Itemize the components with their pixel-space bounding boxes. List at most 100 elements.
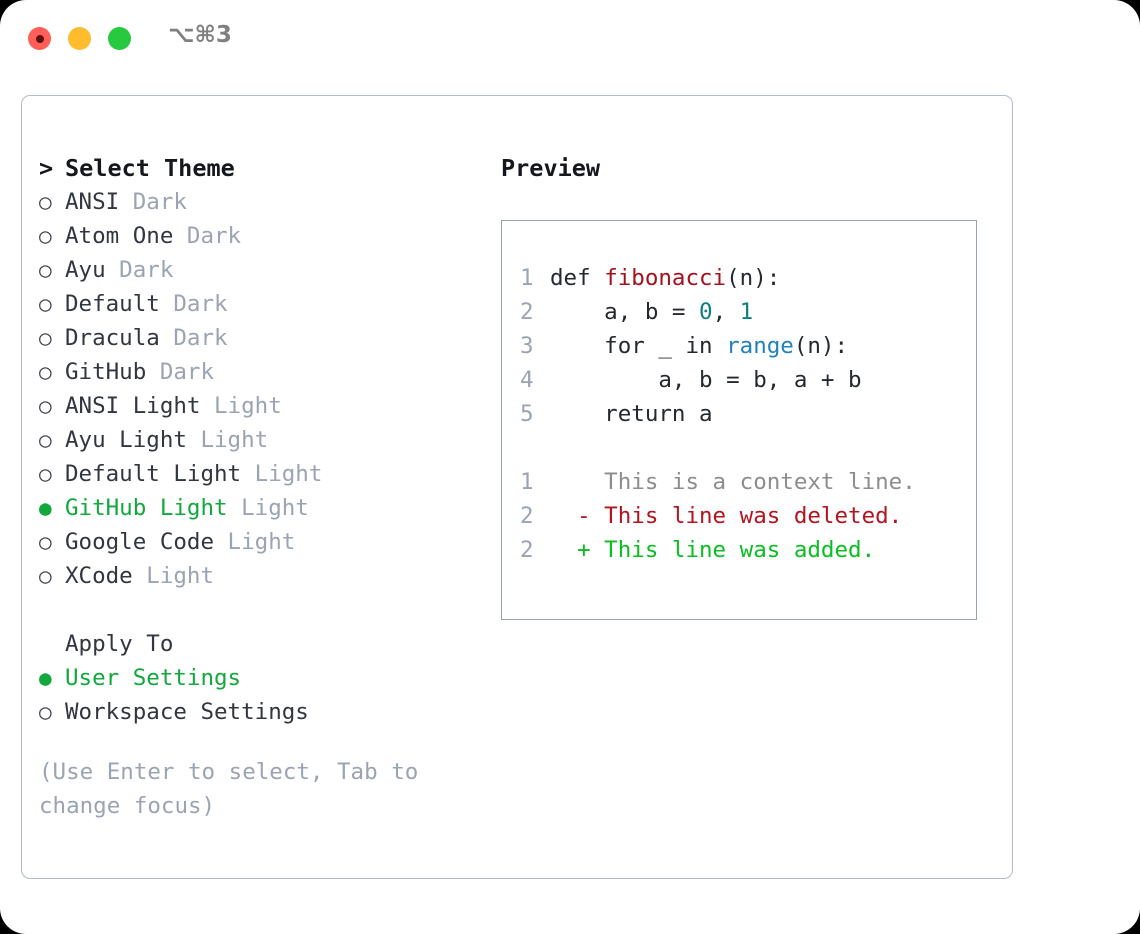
theme-name: Ayu bbox=[65, 257, 106, 283]
line-number: 3 bbox=[520, 333, 534, 359]
list-spacer bbox=[39, 593, 479, 627]
apply-to-label: Apply To bbox=[65, 631, 174, 657]
maximize-window-button[interactable] bbox=[108, 27, 131, 50]
theme-variant: Dark bbox=[159, 291, 228, 317]
code-token: , bbox=[712, 299, 740, 325]
diff-sign bbox=[550, 469, 591, 495]
code-diff-gap bbox=[520, 431, 966, 465]
code-token: def bbox=[550, 265, 605, 291]
theme-name: Google Code bbox=[65, 529, 215, 555]
code-token: fibonacci bbox=[604, 265, 727, 291]
line-number: 4 bbox=[520, 367, 534, 393]
select-theme-label: Select Theme bbox=[65, 154, 235, 182]
apply-to-name: Workspace Settings bbox=[65, 699, 309, 725]
theme-variant: Dark bbox=[159, 325, 228, 351]
code-token: return a bbox=[550, 401, 713, 427]
code-token: 1 bbox=[739, 299, 754, 325]
theme-list-item[interactable]: ○Dracula Dark bbox=[39, 321, 479, 355]
line-number: 2 bbox=[520, 503, 534, 529]
radio-unselected-icon: ○ bbox=[39, 462, 52, 486]
theme-list-item[interactable]: ○ANSI Light Light bbox=[39, 389, 479, 423]
theme-list-item[interactable]: ○ XCode Light bbox=[39, 559, 479, 593]
theme-list-item[interactable]: ○ Ayu Light Light bbox=[39, 423, 479, 457]
caret-icon: > bbox=[39, 154, 54, 182]
theme-list-item[interactable]: ○GitHub Dark bbox=[39, 355, 479, 389]
radio-unselected-icon: ○ bbox=[39, 564, 52, 588]
theme-list-item[interactable]: ●GitHub Light Light bbox=[39, 491, 479, 525]
radio-unselected-icon: ○ bbox=[39, 326, 52, 350]
radio-unselected-icon: ○ bbox=[39, 258, 52, 282]
radio-unselected-icon: ○ bbox=[39, 224, 52, 248]
theme-list-item[interactable]: ○ ANSI Dark bbox=[39, 185, 479, 219]
keyboard-shortcut-label: ⌥⌘3 bbox=[168, 22, 232, 48]
line-number: 1 bbox=[520, 265, 534, 291]
theme-variant: Light bbox=[132, 563, 215, 589]
theme-variant: Dark bbox=[105, 257, 174, 283]
code-token: 0 bbox=[699, 299, 713, 325]
theme-list-item[interactable]: ○ Atom One Dark bbox=[39, 219, 479, 253]
diff-block: 1 This is a context line.2 - This line w… bbox=[520, 465, 966, 567]
theme-variant: Light bbox=[214, 529, 296, 555]
apply-to-item[interactable]: ● User Settings bbox=[39, 661, 479, 695]
apply-to-name: User Settings bbox=[65, 665, 242, 691]
code-token: for _ in bbox=[550, 333, 727, 359]
theme-variant: Light bbox=[200, 393, 282, 419]
theme-variant: Dark bbox=[119, 189, 187, 215]
close-window-button[interactable] bbox=[28, 27, 51, 50]
theme-variant: Dark bbox=[146, 359, 215, 385]
theme-list-item[interactable]: ○ Default Dark bbox=[39, 287, 479, 321]
line-number: 2 bbox=[520, 537, 534, 563]
theme-variant: Light bbox=[241, 461, 323, 487]
theme-name: XCode bbox=[65, 563, 133, 589]
code-token: (n): bbox=[793, 333, 849, 359]
theme-name: GitHub Light bbox=[65, 495, 228, 521]
title-bar: ⌥⌘3 bbox=[0, 0, 1140, 78]
theme-selector-column: >Select Theme ○ANSI Dark○Atom One Dark○A… bbox=[39, 151, 479, 823]
minimize-window-button[interactable] bbox=[68, 27, 91, 50]
diff-text: This line was deleted. bbox=[590, 503, 903, 529]
diff-sign: + bbox=[550, 537, 591, 563]
theme-list-item[interactable]: ○ Google Code Light bbox=[39, 525, 479, 559]
theme-list[interactable]: ○ ANSI Dark ○ Atom One Dark ○ Ayu Dark ○ Defaul… bbox=[39, 185, 479, 593]
code-token: a, b = bbox=[550, 299, 700, 325]
theme-name: Default bbox=[65, 291, 160, 317]
radio-selected-icon: ● bbox=[39, 666, 52, 690]
select-theme-heading: > Select Theme bbox=[39, 151, 479, 185]
code-token: range bbox=[726, 333, 794, 359]
theme-name: Ayu Light bbox=[65, 427, 187, 453]
diff-text: This line was added. bbox=[590, 537, 876, 563]
apply-to-list[interactable]: ● User Settings ○ Workspace Settings bbox=[39, 661, 479, 729]
radio-unselected-icon: ○ bbox=[39, 190, 52, 214]
theme-name: ANSI bbox=[65, 189, 120, 215]
radio-unselected-icon: ○ bbox=[39, 292, 52, 316]
theme-name: GitHub bbox=[65, 359, 147, 385]
diff-sign: - bbox=[550, 503, 591, 529]
apply-to-item[interactable]: ○ Workspace Settings bbox=[39, 695, 479, 729]
theme-variant: Light bbox=[227, 495, 309, 521]
preview-heading: Preview bbox=[501, 154, 601, 182]
code-token: a, b = b, a + b bbox=[550, 367, 862, 393]
theme-name: Atom One bbox=[65, 223, 174, 249]
line-number: 2 bbox=[520, 299, 534, 325]
theme-variant: Light bbox=[186, 427, 269, 453]
theme-list-item[interactable]: ○ Default Light Light bbox=[39, 457, 479, 491]
theme-list-item[interactable]: ○ Ayu Dark bbox=[39, 253, 479, 287]
code-line: 3 for _ in range(n): bbox=[520, 329, 966, 363]
apply-to-heading: ○Apply To bbox=[39, 627, 479, 661]
radio-unselected-icon: ○ bbox=[39, 700, 52, 724]
theme-variant: Dark bbox=[173, 223, 242, 249]
code-line: 5 return a bbox=[520, 397, 966, 431]
diff-line: 2 + This line was added. bbox=[520, 533, 966, 567]
code-line: 2 a, b = 0, 1 bbox=[520, 295, 966, 329]
line-number: 5 bbox=[520, 401, 534, 427]
radio-unselected-icon: ○ bbox=[39, 428, 52, 452]
diff-line: 1 This is a context line. bbox=[520, 465, 966, 499]
theme-name: Default Light bbox=[65, 461, 242, 487]
radio-unselected-icon: ○ bbox=[39, 530, 52, 554]
diff-line: 2 - This line was deleted. bbox=[520, 499, 966, 533]
